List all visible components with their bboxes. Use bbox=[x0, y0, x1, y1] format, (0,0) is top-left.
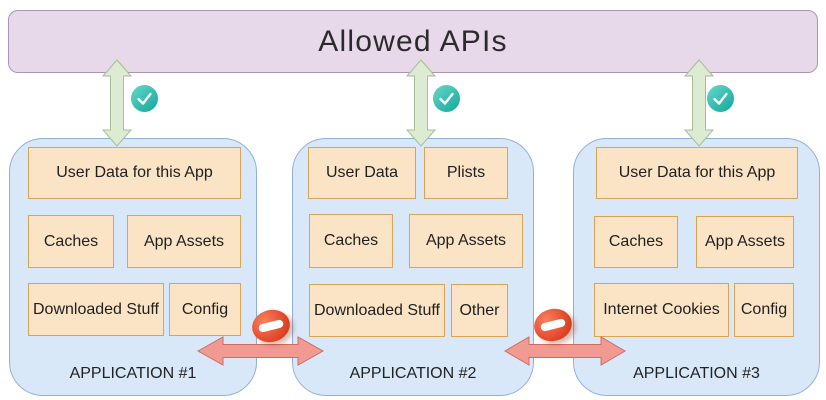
resource-box-downloaded-stuff: Downloaded Stuff bbox=[28, 283, 164, 336]
resource-box-plists: Plists bbox=[424, 147, 508, 199]
check-icon bbox=[433, 85, 460, 112]
allowed-arrow-app1-icon bbox=[102, 59, 132, 147]
allowed-arrow-app2-icon bbox=[406, 59, 436, 147]
resource-box-app-assets: App Assets bbox=[696, 216, 794, 268]
allowed-apis-title: Allowed APIs bbox=[318, 24, 508, 58]
app-sandbox-2: User Data Plists Caches App Assets Downl… bbox=[292, 138, 534, 396]
blocked-arrow-app2-app3-icon bbox=[504, 336, 626, 366]
resource-box-caches: Caches bbox=[309, 214, 393, 268]
resource-box-user-data: User Data bbox=[308, 147, 416, 199]
resource-box-downloaded-stuff: Downloaded Stuff bbox=[309, 284, 445, 337]
resource-box-caches: Caches bbox=[594, 216, 678, 268]
allowed-apis-bar: Allowed APIs bbox=[8, 10, 818, 73]
app-3-label: APPLICATION #3 bbox=[633, 365, 760, 382]
app-1-label: APPLICATION #1 bbox=[69, 365, 197, 382]
resource-box-config: Config bbox=[734, 283, 794, 337]
resource-box-other: Other bbox=[451, 284, 508, 337]
resource-box-app-assets: App Assets bbox=[409, 214, 523, 268]
app-sandbox-3: User Data for this App Caches App Assets… bbox=[573, 138, 820, 396]
check-icon bbox=[707, 85, 734, 112]
resource-box-user-data: User Data for this App bbox=[596, 147, 798, 199]
check-icon bbox=[131, 85, 158, 112]
blocked-arrow-app1-app2-icon bbox=[197, 336, 324, 366]
resource-box-app-assets: App Assets bbox=[127, 215, 241, 268]
resource-box-caches: Caches bbox=[28, 215, 114, 268]
resource-box-config: Config bbox=[169, 283, 241, 336]
no-entry-bar bbox=[539, 318, 567, 332]
resource-box-user-data: User Data for this App bbox=[28, 147, 241, 199]
no-entry-bar bbox=[257, 319, 285, 333]
app-2-label: APPLICATION #2 bbox=[349, 365, 477, 382]
resource-box-internet-cookies: Internet Cookies bbox=[594, 283, 729, 337]
allowed-arrow-app3-icon bbox=[684, 59, 714, 147]
